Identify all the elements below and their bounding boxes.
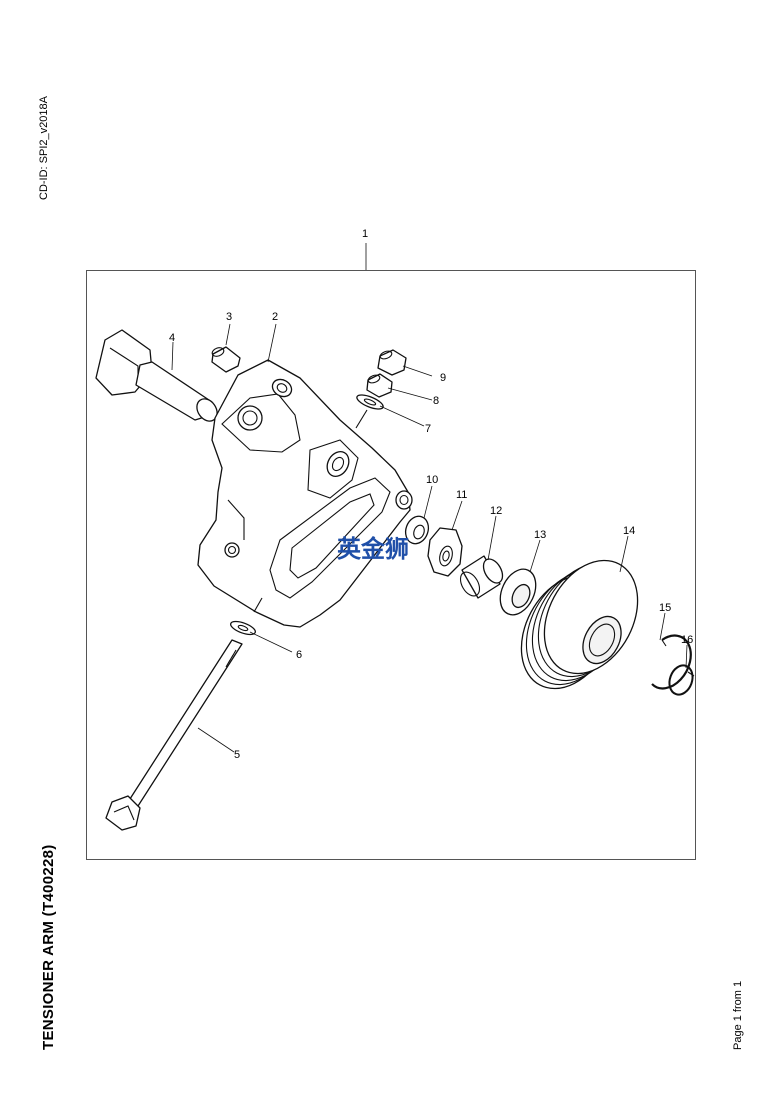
- callout-2: 2: [272, 311, 278, 323]
- part-4-pivot-pin[interactable]: [95, 329, 221, 425]
- leader-3: [225, 323, 231, 346]
- part-12-spacer[interactable]: [457, 555, 507, 600]
- callout-4: 4: [169, 332, 175, 344]
- callout-1: 1: [362, 228, 368, 240]
- leader-6: [249, 631, 293, 653]
- leader-7: [379, 405, 425, 427]
- callout-9: 9: [440, 372, 446, 384]
- callout-10: 10: [426, 474, 438, 486]
- part-8-nut[interactable]: [366, 373, 393, 398]
- part-2-arm-body[interactable]: [197, 359, 413, 628]
- watermark-text: 英金狮: [337, 535, 409, 563]
- callout-16: 16: [681, 634, 693, 646]
- leader-14: [619, 535, 629, 573]
- part-9-cap[interactable]: [377, 349, 407, 376]
- leader-5: [197, 727, 235, 753]
- part-10-washer[interactable]: [402, 513, 432, 547]
- part-5-long-bolt[interactable]: [105, 639, 243, 831]
- leader-2: [267, 323, 277, 363]
- part-13-bearing[interactable]: [493, 563, 542, 620]
- leader-16: [685, 644, 688, 669]
- leader-13: [529, 539, 541, 573]
- bolt-axis-line: [253, 597, 263, 613]
- diagram-frame: [86, 270, 696, 860]
- leader-15: [659, 612, 666, 641]
- part-3-bushing[interactable]: [211, 346, 241, 373]
- part-6-washer[interactable]: [229, 619, 257, 637]
- part-15-snap-ring[interactable]: [651, 634, 692, 690]
- callout-5: 5: [234, 749, 240, 761]
- callout-6: 6: [296, 649, 302, 661]
- part-11-hex-nut[interactable]: [427, 527, 463, 577]
- leader-8: [387, 387, 433, 401]
- callout-8: 8: [433, 395, 439, 407]
- leader-4: [171, 341, 174, 371]
- callout-13: 13: [534, 529, 546, 541]
- leader-10: [423, 485, 433, 519]
- leader-11: [451, 500, 463, 531]
- stud-line: [355, 409, 368, 429]
- callout-7: 7: [425, 423, 431, 435]
- part-14-pulley[interactable]: [503, 544, 657, 704]
- callout-14: 14: [623, 525, 635, 537]
- callout-11: 11: [456, 489, 467, 501]
- leader-12: [487, 515, 497, 561]
- leader-9: [402, 365, 433, 377]
- callout-15: 15: [659, 602, 671, 614]
- callout-3: 3: [226, 311, 232, 323]
- callout-12: 12: [490, 505, 502, 517]
